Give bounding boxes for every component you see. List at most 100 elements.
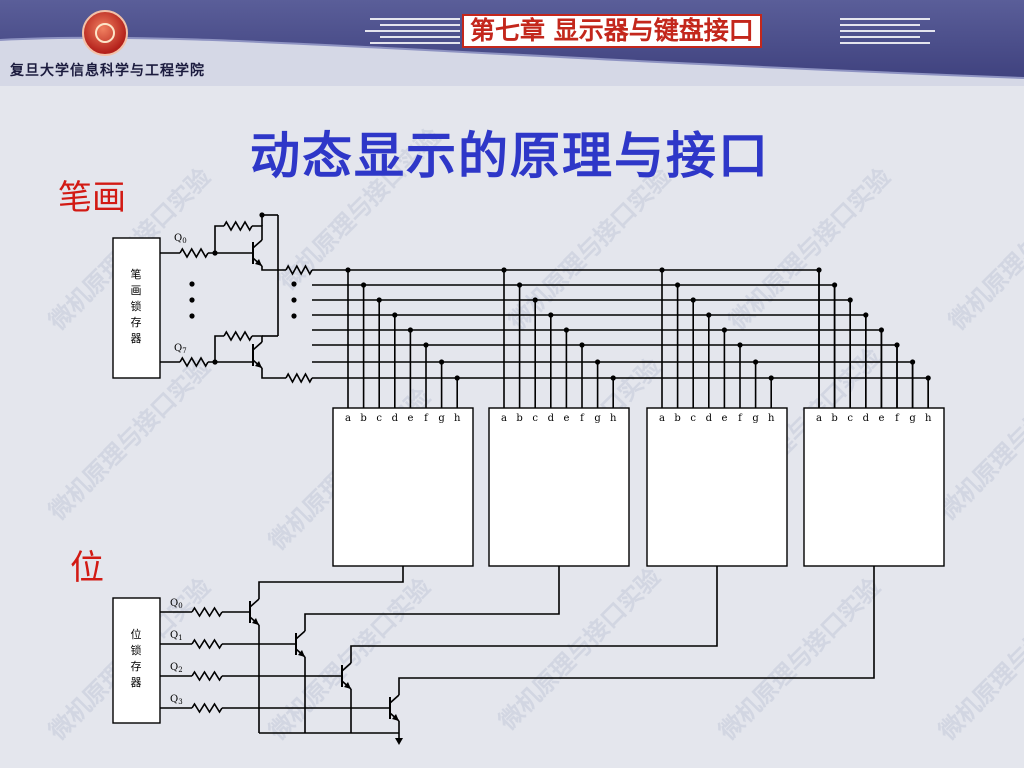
junction-dot: [595, 359, 601, 365]
digit-pin-label: c: [847, 413, 853, 424]
digit-latch-box: [112, 597, 161, 724]
junction-dot: [392, 312, 398, 318]
ellipsis-dot: [291, 281, 297, 287]
junction-dot: [721, 327, 728, 333]
transistor-collector: [389, 694, 400, 704]
junction-dot: [212, 359, 218, 365]
digit-q0-label: Q0: [170, 598, 183, 610]
transistor-arrow: [255, 259, 262, 266]
junction-dot: [407, 327, 413, 333]
digit-pin-label: g: [909, 413, 916, 424]
digit-pin-label: c: [690, 413, 696, 424]
digit-transistor-3: [341, 662, 352, 690]
digit-common-wire: [398, 566, 875, 695]
digit-q3-label: Q3: [170, 694, 183, 706]
digit-display-1: [332, 407, 474, 567]
segment-latch-char: 器: [131, 332, 142, 345]
digit-q0-resistor: [191, 606, 223, 618]
junction-dot: [439, 359, 445, 365]
junction-dot: [737, 342, 743, 348]
transistor-collector: [295, 630, 306, 640]
digit-pin-label: b: [674, 413, 680, 424]
digit-q2-label: Q2: [170, 662, 183, 674]
junction-dot: [610, 375, 616, 381]
digit-pin-label: c: [532, 413, 538, 424]
digit-pin-label: a: [816, 413, 822, 424]
junction-dot: [675, 282, 681, 288]
seg-line-resistor-a: [285, 264, 313, 276]
digit-pin-label: a: [501, 413, 507, 424]
transistor-collector: [252, 239, 263, 249]
junction-dot: [768, 375, 774, 381]
wire: [252, 335, 263, 342]
digit-display-3: [646, 407, 788, 567]
ellipsis-dot: [189, 297, 195, 303]
digit-latch-char: 器: [131, 676, 142, 689]
digit-transistor-1: [249, 598, 260, 626]
pullup-resistor-bottom: [223, 330, 253, 342]
digit-pin-label: d: [706, 413, 713, 424]
position-label: 位: [70, 548, 104, 588]
junction-dot: [376, 297, 382, 303]
junction-dot: [753, 359, 759, 365]
junction-dot: [659, 267, 665, 273]
digit-q1-resistor: [191, 638, 223, 650]
digit-pin-label: b: [360, 413, 366, 424]
digit-q1-label: Q1: [170, 630, 183, 642]
transistor-collector: [341, 662, 352, 672]
segment-latch-char: 画: [131, 284, 142, 297]
digit-pin-label: f: [424, 413, 429, 424]
digit-pin-label: a: [659, 413, 665, 424]
digit-q2-resistor: [191, 670, 223, 682]
digit-common-wire: [258, 566, 404, 599]
segment-latch-char: 存: [131, 315, 142, 329]
ground-arrow: [395, 738, 403, 745]
digit-pin-label: h: [768, 413, 775, 424]
digit-pin-label: h: [925, 413, 932, 424]
chapter-title: 第七章 显示器与键盘接口: [462, 14, 762, 48]
junction-dot: [423, 342, 429, 348]
junction-dot: [690, 297, 696, 303]
digit-pin-label: h: [610, 413, 617, 424]
junction-dot: [501, 267, 507, 273]
transistor-arrow: [255, 361, 262, 368]
pullup-resistor-top: [223, 220, 253, 232]
digit-latch-char: 锁: [131, 643, 142, 657]
wire: [214, 335, 224, 362]
junction-dot: [579, 342, 585, 348]
digit-pin-label: a: [345, 413, 351, 424]
transistor-collector: [249, 598, 260, 608]
wire: [214, 225, 224, 253]
digit-pin-label: h: [454, 413, 461, 424]
header-bar: 复旦大学信息科学与工程学院 第七章 显示器与键盘接口: [0, 0, 1024, 86]
transistor-arrow: [344, 682, 351, 689]
digit-latch-char: 存: [131, 659, 142, 673]
seg-q0-label: Q0: [174, 233, 187, 245]
digit-pin-label: d: [548, 413, 555, 424]
digit-common-wire: [304, 566, 560, 631]
digit-pin-label: e: [878, 413, 884, 424]
seg-q0-transistor: [252, 239, 263, 267]
transistor-arrow: [252, 618, 259, 625]
seg-q7-resistor: [179, 356, 209, 368]
ellipsis-dot: [189, 281, 195, 287]
transistor-collector: [252, 341, 263, 351]
segment-latch-box: [112, 237, 161, 379]
junction-dot: [517, 282, 523, 288]
segment-label: 笔画: [58, 178, 126, 218]
digit-pin-label: b: [831, 413, 837, 424]
transistor-arrow: [392, 714, 399, 721]
junction-dot: [454, 375, 460, 381]
seg-q7-transistor: [252, 341, 263, 369]
seg-q7-label: Q7: [174, 343, 187, 355]
digit-display-4: [803, 407, 945, 567]
digit-pin-label: f: [580, 413, 585, 424]
digit-pin-label: e: [407, 413, 413, 424]
digit-common-wire: [350, 566, 718, 663]
junction-dot: [345, 267, 351, 273]
digit-pin-label: d: [863, 413, 870, 424]
digit-transistor-2: [295, 630, 306, 658]
digit-pin-label: f: [738, 413, 743, 424]
seg-line-resistor-h: [285, 372, 313, 384]
